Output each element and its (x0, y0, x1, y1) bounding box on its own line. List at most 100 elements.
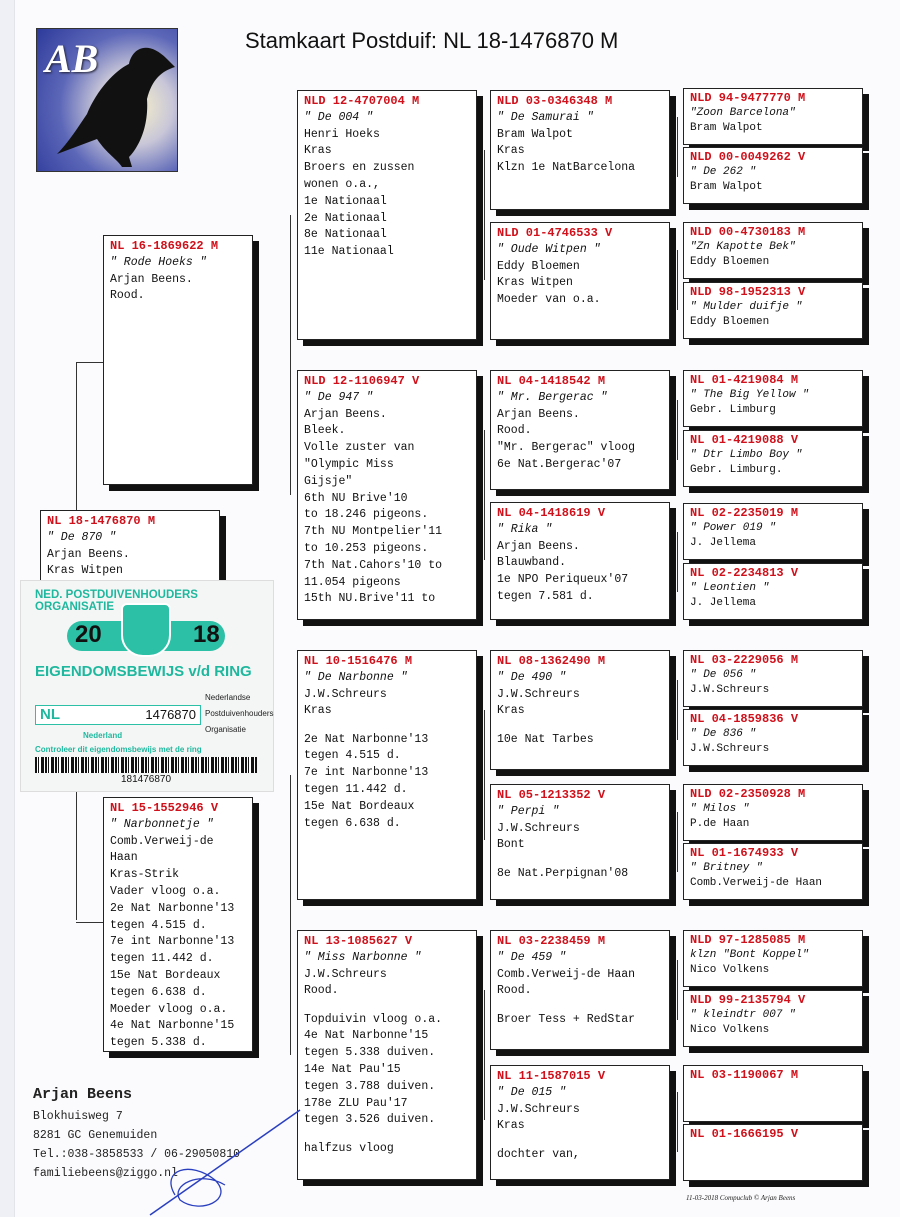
pigeon-info-line: tegen 3.788 duiven. (304, 1079, 436, 1093)
pigeon-info-line: Comb.Verweij-de Haan (690, 877, 823, 889)
pigeon-info-line: 1e NPO Periqueux'07 (497, 573, 629, 587)
pigeon-box-g5-2: NLD 00-0049262 V" De 262 "Bram Walpot (683, 147, 863, 204)
scan-edge (0, 0, 15, 1217)
pigeon-info-line: Eddy Bloemen (497, 259, 580, 273)
pigeon-info-line: Kras (497, 144, 525, 158)
lion-crest-icon (121, 603, 171, 657)
pigeon-info-line: Kras-Strik (110, 868, 180, 882)
pigeon-name: "Zn Kapotte Bek" (690, 241, 796, 253)
owner-info: Arjan Beens Blokhuisweg 7 8281 GC Genemu… (33, 1083, 240, 1183)
connector-line (290, 215, 291, 495)
pigeon-info-line: to 18.246 pigeons. (304, 508, 429, 522)
pigeon-box-g5-4: NLD 98-1952313 V" Mulder duifje "Eddy Bl… (683, 282, 863, 339)
ring-number: NL 05-1213352 V (497, 788, 606, 802)
ring-number: 1476870 (145, 707, 196, 722)
pigeon-info-line: Bont (497, 838, 525, 852)
pigeon-info-line: J.W.Schreurs (497, 687, 580, 701)
connector-line (677, 117, 678, 177)
ring-number: NLD 99-2135794 V (690, 993, 806, 1007)
pigeon-name: " De Samurai " (497, 110, 594, 124)
pigeon-info-line (497, 854, 663, 866)
connector-line (677, 812, 678, 872)
pigeon-name: " De 056 " (690, 669, 757, 681)
pigeon-info-line: Kras Witpen (497, 276, 573, 290)
pigeon-name: klzn "Bont Koppel" (690, 949, 809, 961)
pigeon-name: " The Big Yellow " (690, 389, 809, 401)
pigeon-name: " Perpi " (497, 804, 560, 818)
card-nederland: Nederland (83, 731, 123, 740)
ring-number: NL 11-1587015 V (497, 1069, 606, 1083)
pigeon-info-line: to 10.253 pigeons. (304, 541, 429, 555)
connector-line (76, 362, 104, 363)
pigeon-info-line: J.W.Schreurs (690, 743, 770, 755)
pigeon-info-line: J.W.Schreurs (304, 687, 387, 701)
pigeon-info-line: 2e Nationaal (304, 211, 387, 225)
owner-name: Arjan Beens (33, 1086, 133, 1103)
pigeon-info-line: J.W.Schreurs (304, 967, 387, 981)
pigeon-info-line: Blauwband. (497, 556, 567, 570)
barcode (35, 757, 257, 773)
connector-line (76, 362, 77, 512)
pigeon-info-line: 15e Nat Bordeaux (304, 799, 415, 813)
pigeon-info-line: Bleek. (304, 424, 346, 438)
pigeon-info-line: Topduivin vloog o.a. (304, 1012, 443, 1026)
page-title: Stamkaart Postduif: NL 18-1476870 M (245, 28, 619, 53)
pigeon-name: " De 870 " (47, 530, 117, 544)
pigeon-box-g5-12: NL 01-1674933 V" Britney "Comb.Verweij-d… (683, 843, 863, 900)
ring-number: NL 03-2229056 M (690, 653, 799, 667)
pigeon-info-line: "Olympic Miss (304, 457, 394, 471)
pigeon-box-dam: NL 15-1552946 V" Narbonnetje "Comb.Verwe… (103, 797, 253, 1052)
ring-number: NLD 03-0346348 M (497, 94, 613, 108)
pigeon-info-line: tegen 5.338 d. (110, 1036, 207, 1050)
pigeon-info-line: P.de Haan (690, 818, 750, 830)
pigeon-info-line: 15e Nat Bordeaux (110, 968, 221, 982)
pigeon-name: " De 490 " (497, 670, 567, 684)
pigeon-info-line: 7th NU Montpelier'11 (304, 525, 443, 539)
pigeon-name: " Leontien " (690, 582, 770, 594)
pigeon-info-line: tegen 6.638 d. (304, 816, 401, 830)
pigeon-info-line: tegen 5.338 duiven. (304, 1046, 436, 1060)
pigeon-box-g5-10: NL 04-1859836 V" De 836 "J.W.Schreurs (683, 709, 863, 766)
pigeon-info-line: 15th NU.Brive'11 to (304, 592, 436, 606)
pigeon-info-line: Bram Walpot (690, 181, 763, 193)
pigeon-info-line: J.W.Schreurs (497, 821, 580, 835)
pigeon-info-line: Klzn 1e NatBarcelona (497, 161, 636, 175)
owner-city: 8281 GC Genemuiden (33, 1129, 158, 1142)
pigeon-name: " De 459 " (497, 950, 567, 964)
pigeon-info-line: 7e int Narbonne'13 (304, 766, 429, 780)
pigeon-info-line (497, 1135, 663, 1147)
ring-number: NL 18-1476870 M (47, 514, 156, 528)
ring-number: NL 04-1418542 M (497, 374, 606, 388)
pigeon-info-line: wonen o.a., (304, 177, 380, 191)
pigeon-name: " Mulder duifje " (690, 301, 803, 313)
ring-number: NL 03-2238459 M (497, 934, 606, 948)
pigeon-info-line: Eddy Bloemen (690, 316, 770, 328)
pigeon-info-line: Volle zuster van (304, 441, 415, 455)
pigeon-name: " Rode Hoeks " (110, 255, 207, 269)
card-year-left: 20 (75, 621, 102, 648)
connector-line (677, 680, 678, 740)
pigeon-box-g5-14: NLD 99-2135794 V" kleindtr 007 "Nico Vol… (683, 990, 863, 1047)
connector-line (677, 250, 678, 310)
ring-number: NL 16-1869622 M (110, 239, 219, 253)
pigeon-info-line: Henri Hoeks (304, 127, 380, 141)
pigeon-info-line: tegen 11.442 d. (110, 952, 214, 966)
pigeon-box-g5-6: NL 01-4219088 V" Dtr Limbo Boy "Gebr. Li… (683, 430, 863, 487)
ring-number: NL 08-1362490 M (497, 654, 606, 668)
pigeon-info-line: 178e ZLU Pau'17 (304, 1096, 408, 1110)
pigeon-info-line: 11.054 pigeons (304, 575, 401, 589)
pigeon-name: " De Narbonne " (304, 670, 408, 684)
pigeon-name: " kleindtr 007 " (690, 1009, 796, 1021)
pigeon-info-line: Rood. (497, 984, 532, 998)
pigeon-info-line: tegen 4.515 d. (304, 749, 401, 763)
ring-number: NLD 02-2350928 M (690, 787, 806, 801)
pigeon-info-line: 2e Nat Narbonne'13 (304, 732, 429, 746)
pigeon-name: " Milos " (690, 803, 750, 815)
pigeon-box-sdd: NL 04-1418619 V" Rika "Arjan Beens.Blauw… (490, 502, 670, 620)
pigeon-info-line: 6th NU Brive'10 (304, 491, 408, 505)
connector-line (677, 400, 678, 460)
ring-number: NL 01-4219088 V (690, 433, 799, 447)
